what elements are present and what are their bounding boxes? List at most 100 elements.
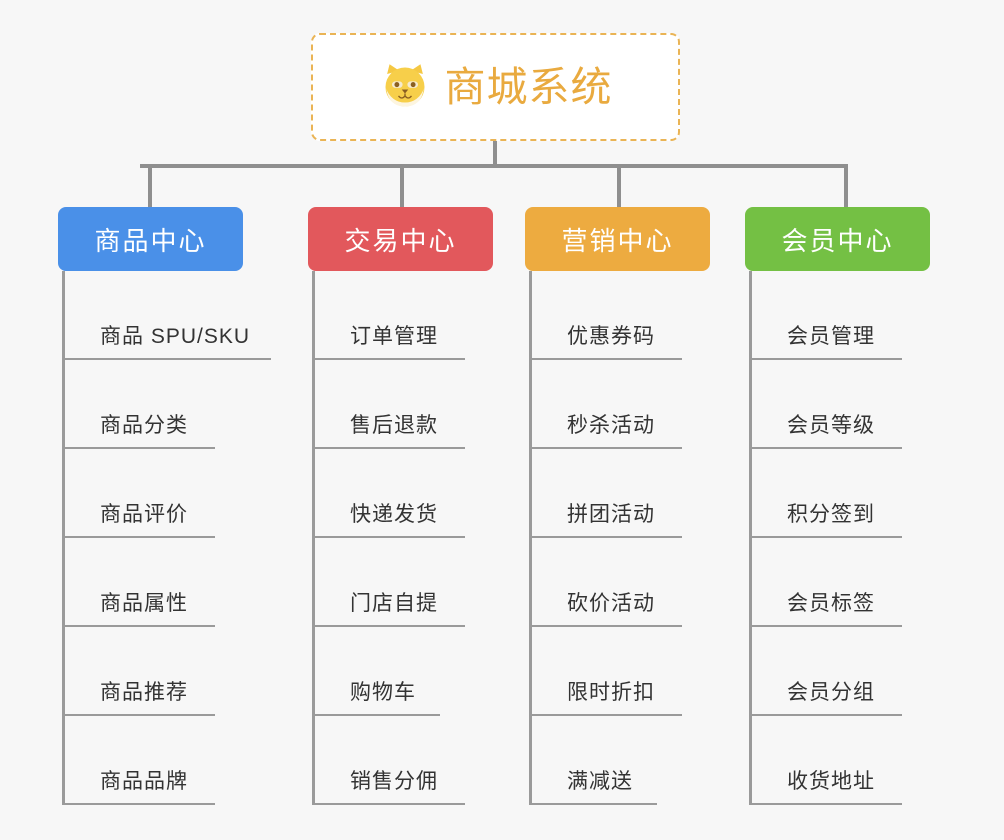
- connector-drop-2: [617, 164, 621, 208]
- leaf-underline: [749, 625, 902, 627]
- list-item[interactable]: 收货地址: [745, 716, 960, 805]
- leaf-underline: [62, 625, 215, 627]
- category-column-product: 商品中心 商品 SPU/SKU 商品分类 商品评价 商品属性 商品推荐: [58, 207, 310, 805]
- leaf-label: 商品品牌: [100, 770, 188, 793]
- list-item[interactable]: 商品品牌: [58, 716, 310, 805]
- leaf-underline: [529, 536, 682, 538]
- leaf-label: 商品评价: [100, 503, 188, 526]
- leaf-list-trade: 订单管理 售后退款 快递发货 门店自提 购物车 销售分佣: [308, 271, 523, 805]
- connector-drop-3: [844, 164, 848, 208]
- list-item[interactable]: 门店自提: [308, 538, 523, 627]
- leaf-label: 商品 SPU/SKU: [100, 325, 251, 348]
- category-header-trade[interactable]: 交易中心: [308, 207, 493, 271]
- leaf-underline: [312, 625, 465, 627]
- leaf-label: 商品属性: [100, 592, 188, 615]
- leaf-underline: [312, 803, 465, 805]
- list-item[interactable]: 优惠券码: [525, 271, 740, 360]
- shiba-dog-face-icon: [379, 61, 431, 113]
- list-item[interactable]: 砍价活动: [525, 538, 740, 627]
- leaf-list-marketing: 优惠券码 秒杀活动 拼团活动 砍价活动 限时折扣 满减送: [525, 271, 740, 805]
- category-header-label: 营销中心: [561, 225, 674, 256]
- root-title: 商城系统: [444, 63, 613, 110]
- leaf-label: 购物车: [350, 681, 416, 704]
- leaf-label: 积分签到: [787, 503, 875, 526]
- leaf-label: 商品分类: [100, 414, 188, 437]
- category-header-label: 交易中心: [344, 225, 457, 256]
- category-column-marketing: 营销中心 优惠券码 秒杀活动 拼团活动 砍价活动 限时折扣: [525, 207, 740, 805]
- leaf-underline: [749, 447, 902, 449]
- leaf-label: 秒杀活动: [567, 414, 655, 437]
- leaf-underline: [62, 714, 215, 716]
- leaf-label: 砍价活动: [567, 592, 655, 615]
- leaf-list-member: 会员管理 会员等级 积分签到 会员标签 会员分组 收货地址: [745, 271, 960, 805]
- list-item[interactable]: 秒杀活动: [525, 360, 740, 449]
- category-header-member[interactable]: 会员中心: [745, 207, 930, 271]
- leaf-underline: [312, 536, 465, 538]
- leaf-label: 会员管理: [787, 325, 875, 348]
- leaf-label: 门店自提: [350, 592, 438, 615]
- leaf-underline: [529, 803, 657, 805]
- category-header-label: 商品中心: [94, 225, 207, 256]
- list-item[interactable]: 限时折扣: [525, 627, 740, 716]
- leaf-label: 售后退款: [350, 414, 438, 437]
- leaf-label: 会员等级: [787, 414, 875, 437]
- connector-drop-1: [400, 164, 404, 208]
- list-item[interactable]: 商品属性: [58, 538, 310, 627]
- column-spine: [62, 271, 65, 805]
- leaf-underline: [749, 536, 902, 538]
- leaf-label: 会员标签: [787, 592, 875, 615]
- leaf-underline: [529, 714, 682, 716]
- leaf-underline: [749, 803, 902, 805]
- leaf-list-product: 商品 SPU/SKU 商品分类 商品评价 商品属性 商品推荐 商品品牌: [58, 271, 310, 805]
- category-header-marketing[interactable]: 营销中心: [525, 207, 710, 271]
- list-item[interactable]: 积分签到: [745, 449, 960, 538]
- leaf-underline: [529, 447, 682, 449]
- leaf-label: 会员分组: [787, 681, 875, 704]
- leaf-label: 拼团活动: [567, 503, 655, 526]
- leaf-label: 满减送: [567, 770, 633, 793]
- list-item[interactable]: 满减送: [525, 716, 740, 805]
- connector-drop-0: [148, 164, 152, 208]
- list-item[interactable]: 订单管理: [308, 271, 523, 360]
- column-spine: [529, 271, 532, 805]
- leaf-underline: [312, 447, 465, 449]
- leaf-label: 收货地址: [787, 770, 875, 793]
- leaf-label: 限时折扣: [567, 681, 655, 704]
- list-item[interactable]: 会员标签: [745, 538, 960, 627]
- list-item[interactable]: 商品 SPU/SKU: [58, 271, 310, 360]
- leaf-label: 商品推荐: [100, 681, 188, 704]
- list-item[interactable]: 会员分组: [745, 627, 960, 716]
- category-header-product[interactable]: 商品中心: [58, 207, 243, 271]
- category-column-trade: 交易中心 订单管理 售后退款 快递发货 门店自提 购物车: [308, 207, 523, 805]
- connector-bus: [140, 164, 848, 168]
- list-item[interactable]: 商品评价: [58, 449, 310, 538]
- column-spine: [312, 271, 315, 805]
- list-item[interactable]: 商品推荐: [58, 627, 310, 716]
- list-item[interactable]: 销售分佣: [308, 716, 523, 805]
- leaf-label: 销售分佣: [350, 770, 438, 793]
- leaf-underline: [62, 447, 215, 449]
- leaf-underline: [62, 536, 215, 538]
- leaf-underline: [529, 358, 682, 360]
- list-item[interactable]: 购物车: [308, 627, 523, 716]
- root-node[interactable]: 商城系统: [311, 33, 680, 141]
- leaf-underline: [62, 358, 271, 360]
- leaf-label: 订单管理: [350, 325, 438, 348]
- leaf-underline: [529, 625, 682, 627]
- list-item[interactable]: 会员管理: [745, 271, 960, 360]
- leaf-label: 快递发货: [350, 503, 438, 526]
- list-item[interactable]: 快递发货: [308, 449, 523, 538]
- connector-root-stem: [493, 141, 497, 168]
- list-item[interactable]: 商品分类: [58, 360, 310, 449]
- list-item[interactable]: 拼团活动: [525, 449, 740, 538]
- leaf-underline: [62, 803, 215, 805]
- leaf-underline: [312, 358, 465, 360]
- leaf-underline: [749, 714, 902, 716]
- list-item[interactable]: 会员等级: [745, 360, 960, 449]
- leaf-underline: [749, 358, 902, 360]
- leaf-underline: [312, 714, 440, 716]
- leaf-label: 优惠券码: [567, 325, 655, 348]
- column-spine: [749, 271, 752, 805]
- list-item[interactable]: 售后退款: [308, 360, 523, 449]
